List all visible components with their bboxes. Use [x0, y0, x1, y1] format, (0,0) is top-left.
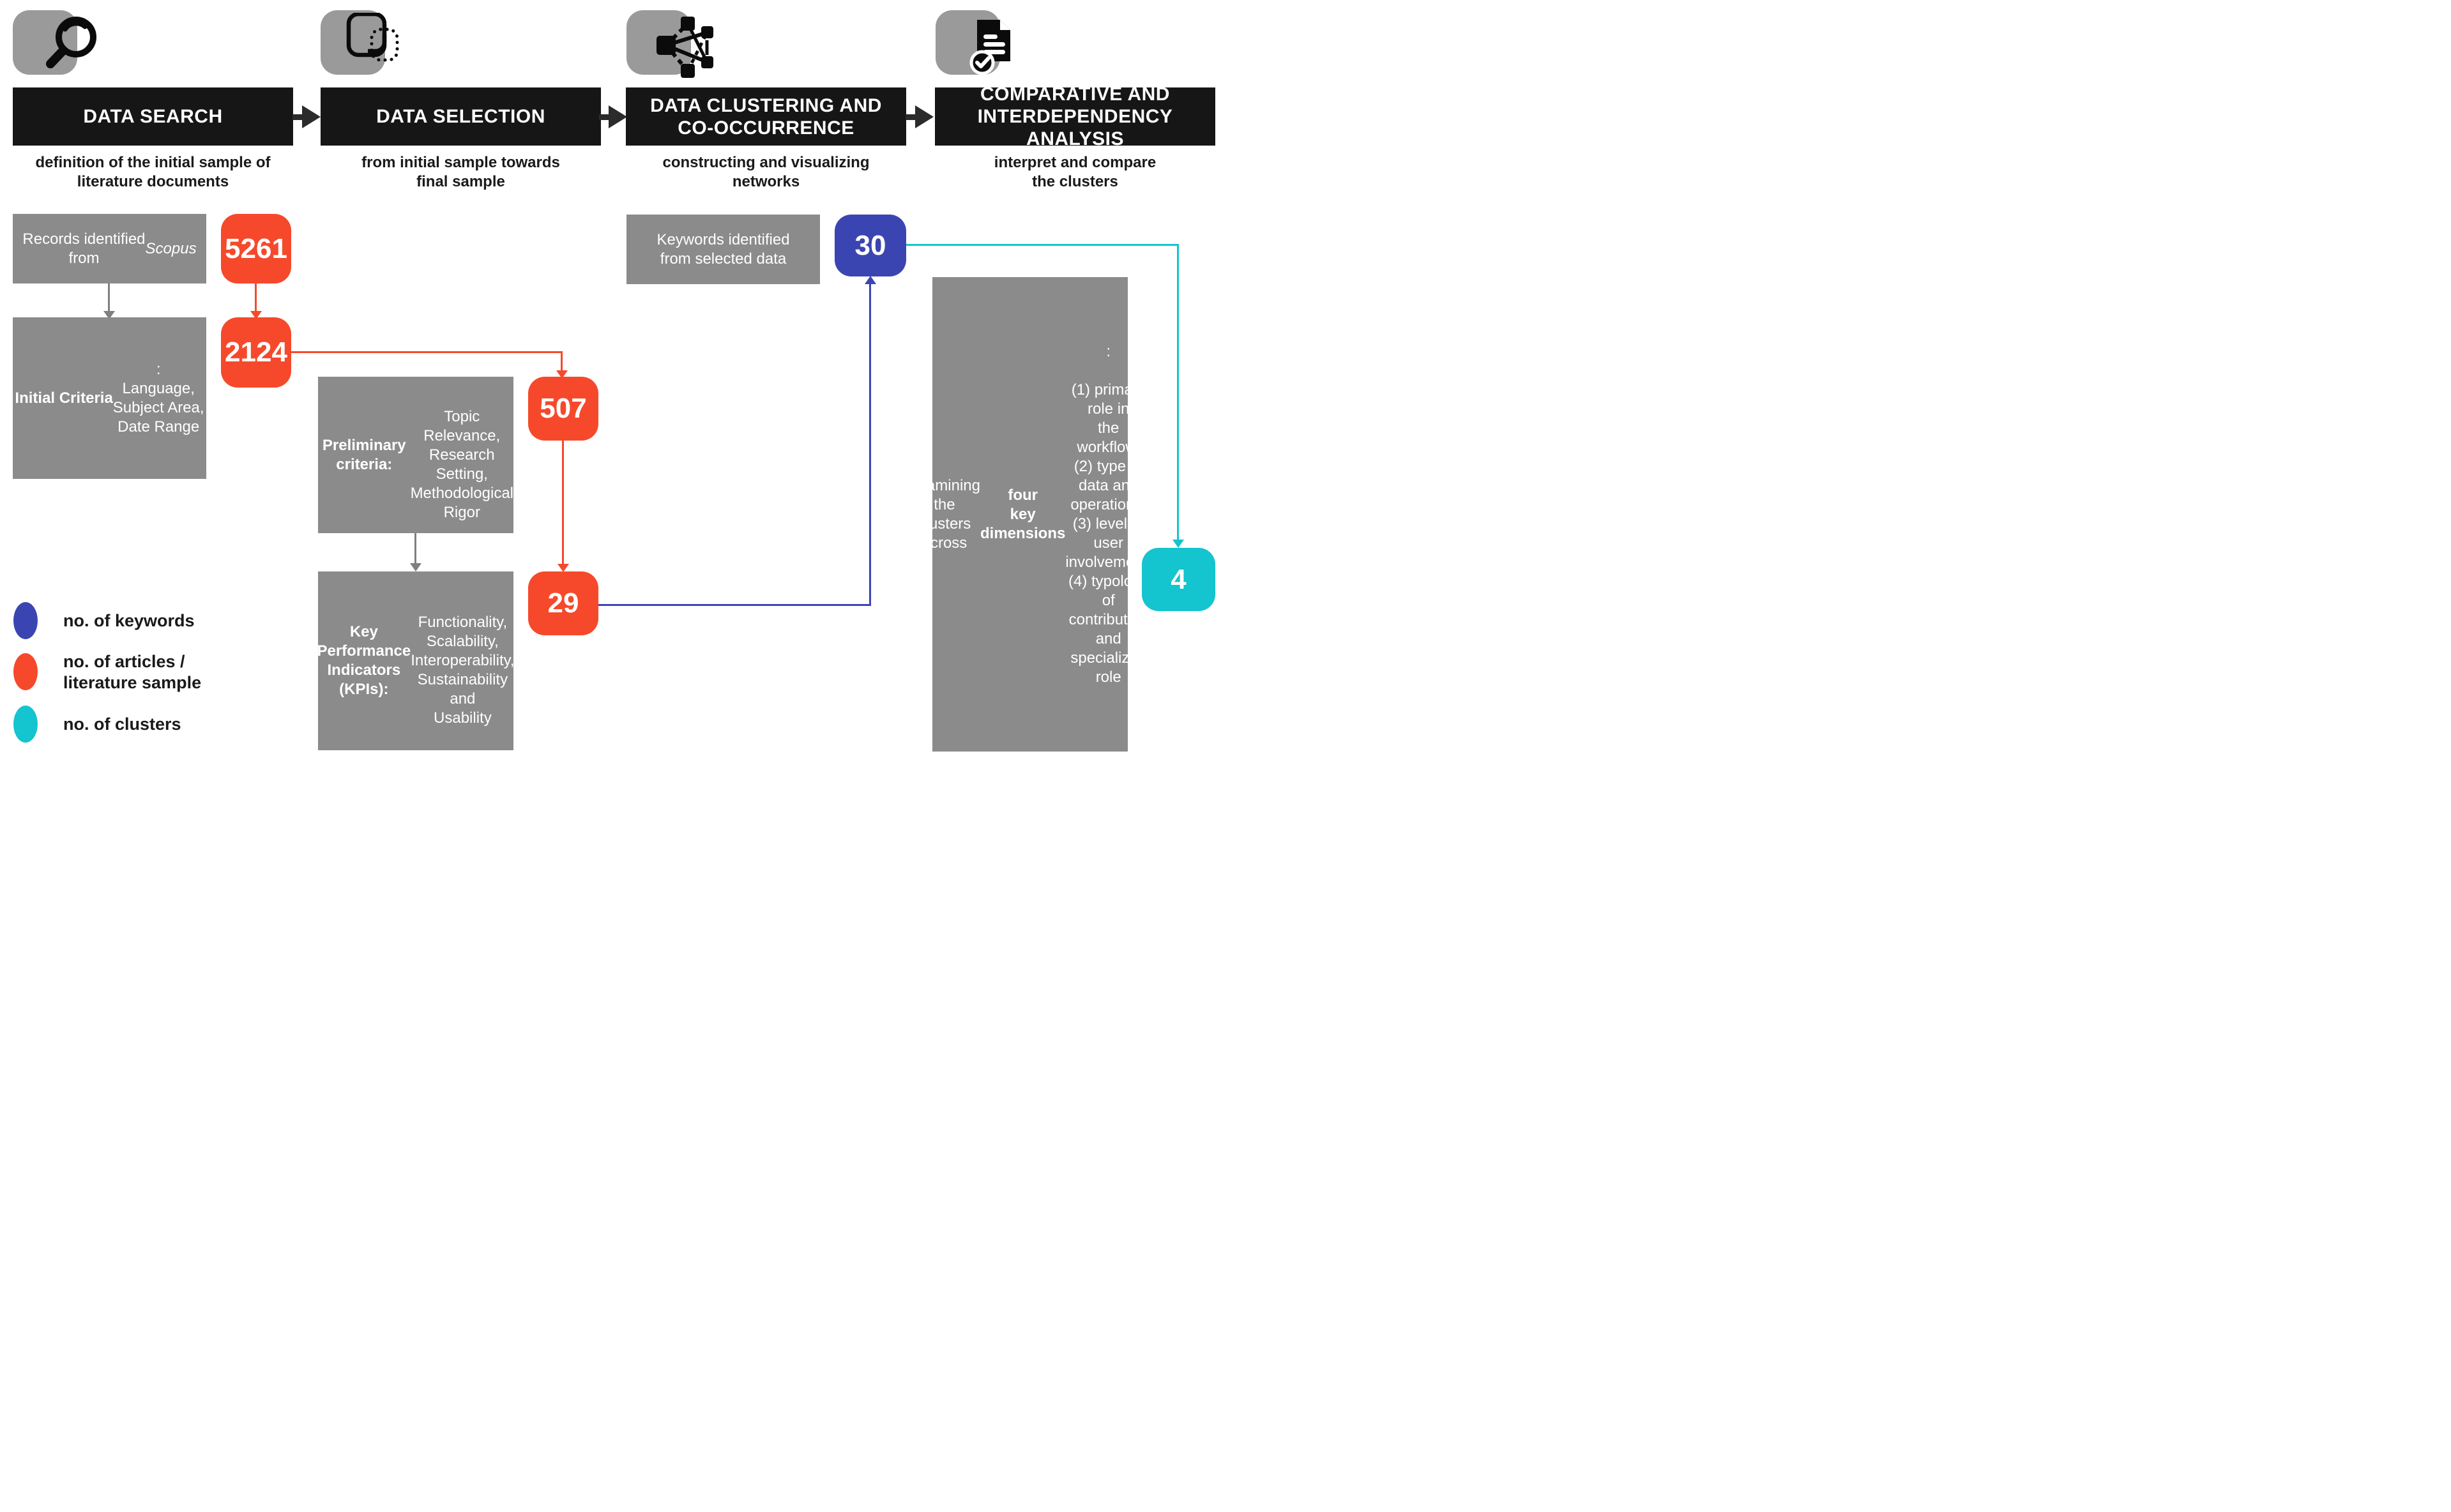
- legend-articles-dot: [13, 653, 38, 690]
- stage-icon-tile: [321, 10, 385, 75]
- examining-clusters-box: Examining the clusters across four key d…: [909, 277, 1151, 752]
- stage-subtitle: interpret and compare the clusters: [994, 154, 1157, 190]
- stage-title: DATA SEARCH: [83, 106, 223, 127]
- stage-title: COMPARATIVE AND INTERDEPENDENCY ANALYSIS: [977, 84, 1173, 149]
- arrowhead: [1172, 540, 1184, 548]
- legend-keywords-label: no. of keywords: [63, 611, 195, 630]
- stage-subtitle: definition of the initial sample of lite…: [35, 154, 271, 190]
- stage-subtitle: from initial sample towards final sample: [361, 154, 560, 190]
- count-final-sample: 29: [528, 571, 598, 635]
- magnifier-icon: [46, 17, 96, 68]
- keywords-identified-box: Keywords identified from selected data: [626, 215, 820, 284]
- arrowhead: [103, 311, 115, 319]
- connector-30-4: [1177, 244, 1179, 541]
- kpi-box: Key Performance Indicators (KPIs): Funct…: [317, 571, 515, 750]
- connector-2124-507: [291, 351, 563, 353]
- connector-29-30: [869, 282, 871, 606]
- records-identified-box: Records identified from Scopus: [13, 214, 206, 284]
- connector-preliminary-kpi: [414, 533, 416, 565]
- selection-icon: [346, 13, 399, 62]
- count-keywords: 30: [835, 215, 906, 276]
- count-after-initial-criteria: 2124: [221, 317, 291, 388]
- legend-clusters-label: no. of clusters: [63, 714, 181, 734]
- connector-2124-507: [561, 351, 563, 372]
- flow-arrow-icon: [599, 105, 627, 128]
- arrowhead: [865, 276, 876, 284]
- arrowhead: [410, 563, 421, 571]
- connector-5261-2124: [255, 284, 257, 313]
- legend-articles-label: no. of articles / literature sample: [63, 652, 202, 692]
- initial-criteria-box: Initial Criteria: Language, Subject Area…: [13, 317, 206, 479]
- legend-keywords-dot: [13, 602, 38, 639]
- legend-clusters-dot: [13, 706, 38, 743]
- connector-30-4: [906, 244, 1179, 246]
- network-icon: [656, 17, 713, 78]
- count-clusters: 4: [1142, 548, 1215, 611]
- arrowhead: [556, 370, 568, 379]
- stage-header-data-search: DATA SEARCH: [13, 87, 293, 146]
- stage-header-data-clustering: DATA CLUSTERING AND CO-OCCURRENCE: [626, 87, 906, 146]
- stage-title: DATA CLUSTERING AND CO-OCCURRENCE: [650, 94, 882, 139]
- arrowhead: [558, 564, 569, 572]
- flow-arrow-icon: [906, 105, 934, 128]
- stage-header-comparative-analysis: COMPARATIVE AND INTERDEPENDENCY ANALYSIS: [935, 84, 1215, 149]
- methodology-flow-diagram: DATA SEARCH definition of the initial sa…: [0, 0, 1226, 756]
- flow-arrow-icon: [292, 105, 321, 128]
- document-check-icon: [969, 20, 1010, 75]
- connector-29-30: [598, 604, 871, 606]
- stage-subtitle: constructing and visualizing networks: [662, 154, 870, 190]
- connector-507-29: [562, 441, 564, 566]
- stage-header-data-selection: DATA SELECTION: [321, 87, 601, 146]
- count-after-preliminary-criteria: 507: [528, 377, 598, 441]
- arrowhead: [250, 311, 262, 319]
- preliminary-criteria-box: Preliminary criteria: Topic Relevance, R…: [318, 377, 513, 533]
- count-records-identified: 5261: [221, 214, 291, 284]
- stage-title: DATA SELECTION: [376, 106, 545, 127]
- connector-records-initial: [108, 284, 110, 313]
